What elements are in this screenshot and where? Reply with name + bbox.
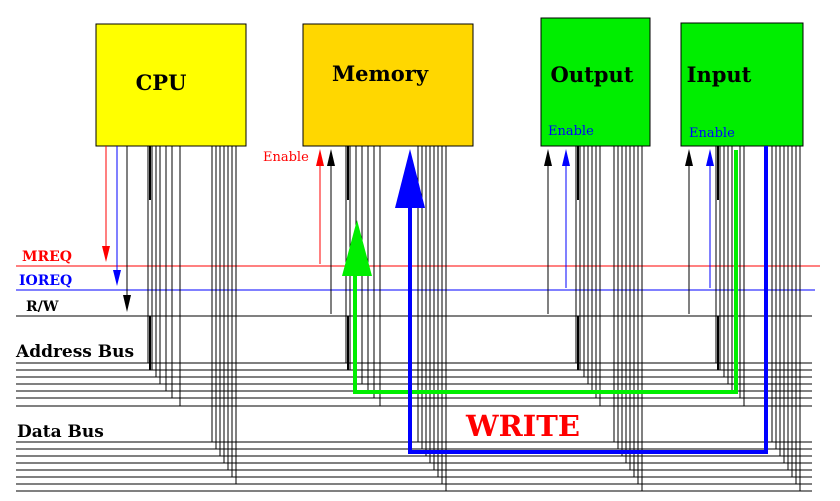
rw-arrowhead <box>123 295 131 312</box>
green-address-path <box>342 150 738 394</box>
memory-rw-arrowhead <box>327 149 335 166</box>
address-bus <box>16 362 812 407</box>
memory-enable-label: Enable <box>263 150 309 165</box>
output-box <box>540 17 651 147</box>
memory-enable-input: Enable <box>263 149 324 264</box>
input-block: Input Enable <box>680 22 804 147</box>
output-label: Output <box>551 62 634 87</box>
green-arrowhead <box>342 220 372 276</box>
rw-label: R/W <box>26 299 59 315</box>
input-enable-label: Enable <box>689 126 735 141</box>
ioreq-arrowhead <box>113 270 121 286</box>
memory-enable-arrowhead <box>316 149 324 166</box>
input-enable-input <box>706 149 714 288</box>
input-rw-arrowhead <box>685 149 693 166</box>
output-enable-arrowhead <box>562 149 570 166</box>
blue-data-path <box>395 146 768 454</box>
mreq-arrowhead <box>102 246 110 262</box>
output-block: Output Enable <box>540 17 651 147</box>
data-bus-label: Data Bus <box>17 422 104 442</box>
cpu-ioreq-output <box>113 146 121 286</box>
ioreq-label: IOREQ <box>19 273 72 289</box>
data-bus <box>16 441 812 492</box>
memory-rw-input <box>327 149 335 314</box>
input-enable-arrowhead <box>706 149 714 166</box>
memory-block: Memory <box>302 23 474 147</box>
output-enable-input <box>562 149 570 288</box>
cpu-label: CPU <box>136 70 187 95</box>
memory-label: Memory <box>332 61 429 86</box>
output-rw-input <box>544 149 552 314</box>
bus-taps <box>147 146 801 491</box>
mreq-label: MREQ <box>22 249 72 265</box>
memory-box <box>302 23 474 147</box>
input-label: Input <box>687 62 752 87</box>
cpu-rw-output <box>123 146 131 312</box>
blue-arrowhead <box>395 149 425 208</box>
input-rw-input <box>685 149 693 314</box>
cpu-block: CPU <box>95 23 247 147</box>
input-box <box>680 22 804 147</box>
write-label: WRITE <box>465 409 580 443</box>
address-bus-label: Address Bus <box>15 342 134 362</box>
output-enable-label: Enable <box>548 124 594 139</box>
cpu-mreq-output <box>102 146 110 262</box>
cpu-box <box>95 23 247 147</box>
output-rw-arrowhead <box>544 149 552 166</box>
